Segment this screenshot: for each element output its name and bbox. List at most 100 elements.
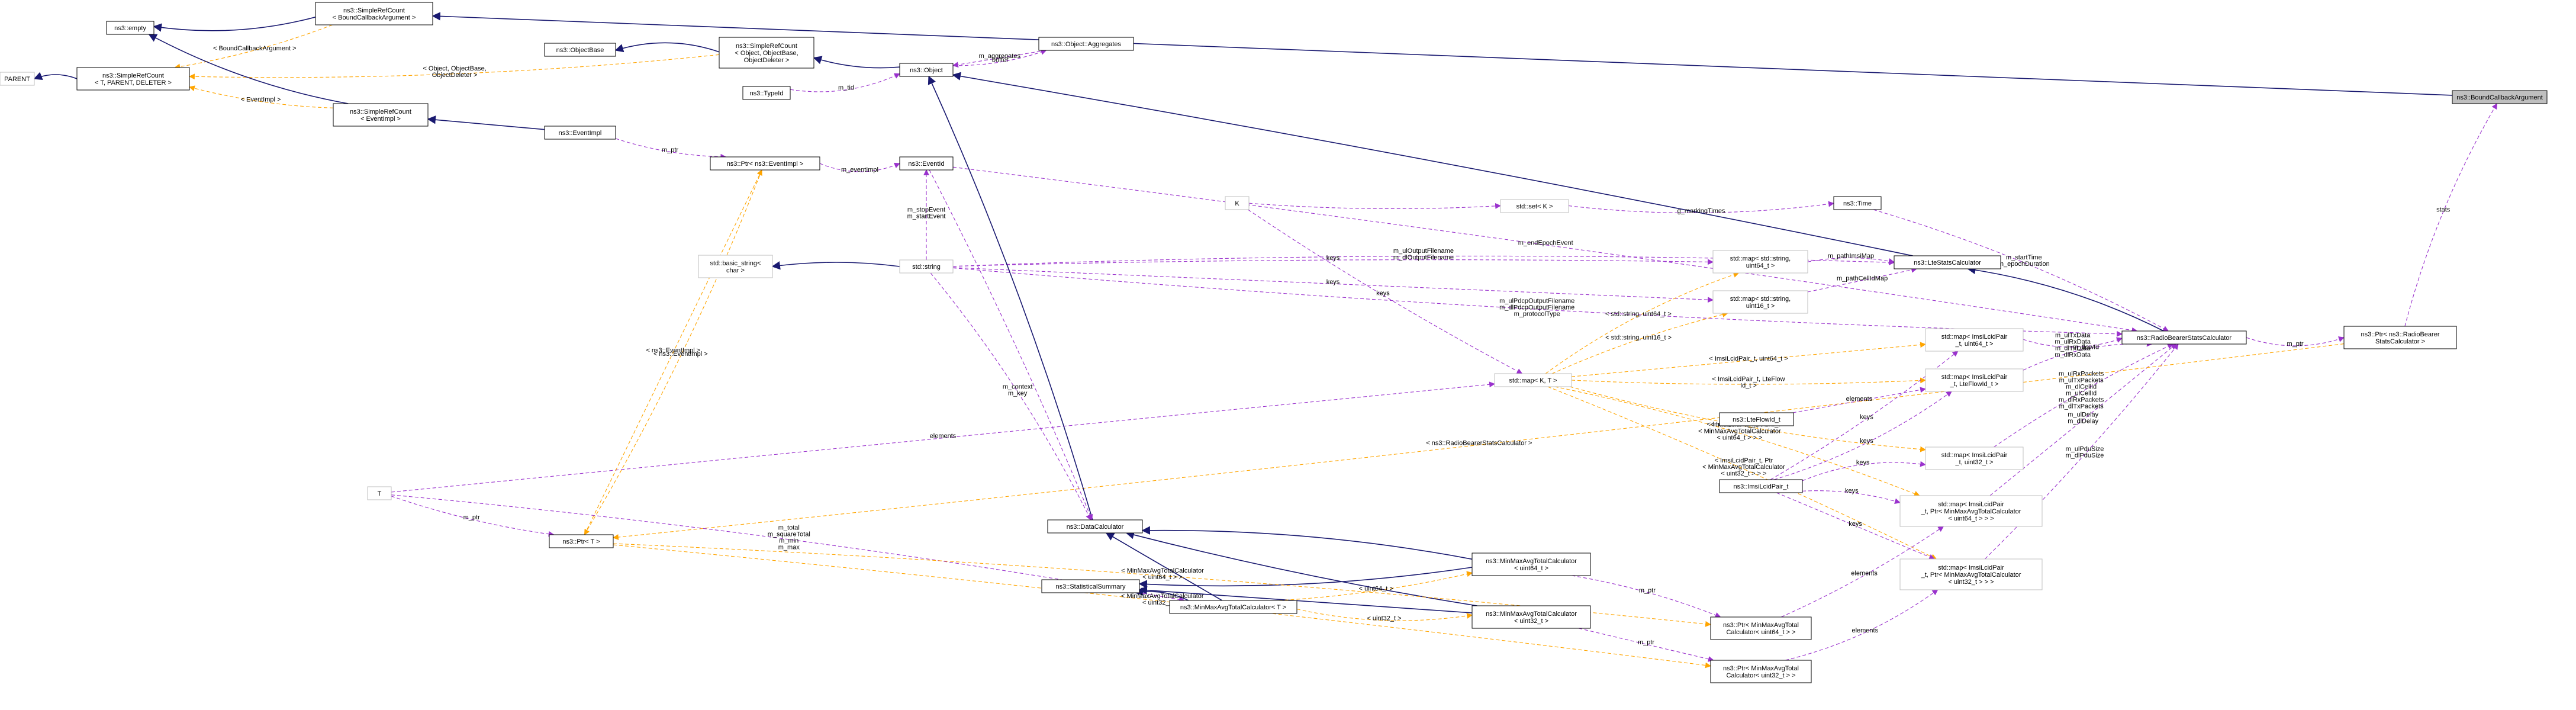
edge-stdstring-to-basicstring — [771, 261, 900, 270]
node-mmatT[interactable]: ns3::MinMaxAvgTotalCalculator< T > — [1169, 600, 1297, 614]
node-box-mmat32 — [1471, 605, 1591, 629]
edge-imsilcid-to-mapimsi32 — [1802, 461, 1926, 481]
edge-srcbound-to-srctpl — [174, 24, 333, 70]
node-label-typeid: ns3::TypeId — [750, 90, 784, 97]
node-box-K — [1225, 196, 1250, 210]
node-time[interactable]: ns3::Time — [1833, 196, 1882, 210]
edge-time-to-rbstats — [1873, 209, 2169, 332]
node-mapstr64[interactable]: std::map< std::string,uint64_t > — [1712, 250, 1808, 274]
node-box-imsilcid — [1719, 479, 1803, 493]
edge-mmat64-to-statsum — [1138, 567, 1473, 589]
node-statsum[interactable]: ns3::StatisticalSummary — [1041, 579, 1140, 593]
node-box-mapstr64 — [1712, 250, 1808, 274]
node-setk[interactable]: std::set< K > — [1500, 199, 1569, 213]
edge-stdmapk-to-mapimsi32 — [1569, 386, 1926, 452]
node-box-time — [1833, 196, 1882, 210]
node-label-ptrevent: ns3::Ptr< ns3::EventImpl > — [727, 160, 804, 168]
node-typeid[interactable]: ns3::TypeId — [742, 86, 791, 100]
node-objbase[interactable]: ns3::ObjectBase — [544, 43, 616, 57]
edge-stdmapk-to-mapimsiflow — [1571, 377, 1926, 385]
node-mmat64[interactable]: ns3::MinMaxAvgTotalCalculator< uint64_t … — [1471, 552, 1591, 576]
node-Tnode[interactable]: T — [367, 486, 392, 500]
edge-label-lteflowid-to-mapimsiflow: elements — [1846, 396, 1873, 403]
edge-label-mapstr64-to-ltestats: m_pathImsiMap — [1828, 253, 1874, 260]
edge-srcobj-to-objbase — [614, 42, 720, 53]
edge-ptrevent-to-eventid — [819, 162, 900, 172]
node-parent[interactable]: PARENT — [0, 72, 35, 86]
node-rbstats[interactable]: ns3::RadioBearerStatsCalculator — [2121, 330, 2247, 345]
edge-mapimsi32-to-rbstats — [1994, 343, 2174, 448]
node-box-setk — [1500, 199, 1569, 213]
node-label-rbstats: ns3::RadioBearerStatsCalculator — [2137, 335, 2232, 342]
edge-label-object-to-aggregates: buffer — [992, 57, 1009, 64]
node-mapimsi32[interactable]: std::map< ImsiLcidPair_t, uint32_t > — [1925, 446, 2024, 470]
edge-label-layer: < BoundCallbackArgument >< Object, Objec… — [213, 45, 2451, 646]
node-stdstring[interactable]: std::string — [899, 259, 954, 274]
node-eventid[interactable]: ns3::EventId — [899, 156, 954, 171]
edge-stdmapk-to-mapstr64 — [1545, 272, 1740, 374]
node-label-object: ns3::Object — [910, 67, 943, 74]
node-label-ptrT: ns3::Ptr< T > — [562, 538, 600, 545]
node-box-mapimsi64 — [1925, 328, 2024, 352]
edge-label-ptrT-to-ptrevent: < ns3::EventImpl > — [646, 347, 700, 354]
edge-mmat64-to-datacalc — [1141, 526, 1473, 560]
node-srctpl[interactable]: ns3::SimpleRefCount< T, PARENT, DELETER … — [76, 67, 190, 91]
edge-label-stdmapk-to-mapimsiptr32: < ImsiLcidPair_t, Ptr< MinMaxAvgTotalCal… — [1702, 457, 1785, 477]
edge-label-srcobj-to-srctpl: < Object, ObjectBase,ObjectDeleter > — [423, 65, 486, 79]
node-empty[interactable]: ns3::empty — [106, 21, 154, 35]
edge-label-ptrevent-to-ptrT: < ns3::EventImpl > — [653, 351, 708, 358]
node-box-srctpl — [76, 67, 190, 91]
edge-label-mmat64-to-ptrmmat64: m_ptr — [1639, 587, 1656, 594]
node-mapstr16[interactable]: std::map< std::string,uint16_t > — [1712, 290, 1808, 314]
edge-eventimpl-to-srcevent — [427, 115, 545, 130]
node-bound[interactable]: ns3::BoundCallbackArgument — [2452, 90, 2548, 104]
edge-label-imsilcid-to-mapimsiptr32: keys — [1849, 521, 1862, 528]
node-object[interactable]: ns3::Object — [899, 63, 954, 77]
edge-rbstats-to-ptrrb — [2246, 336, 2345, 346]
node-mapimsiptr64[interactable]: std::map< ImsiLcidPair_t, Ptr< MinMaxAvg… — [1899, 495, 2043, 527]
node-label-srcobj: ns3::SimpleRefCount< Object, ObjectBase,… — [735, 43, 798, 64]
node-basicstring[interactable]: std::basic_string<char > — [698, 255, 773, 278]
edge-label-K-to-stdmapk: keys — [1376, 290, 1390, 297]
node-box-stdmapk — [1494, 373, 1572, 387]
node-imsilcid[interactable]: ns3::ImsiLcidPair_t — [1719, 479, 1803, 493]
node-mapimsiptr32[interactable]: std::map< ImsiLcidPair_t, Ptr< MinMaxAvg… — [1899, 558, 2043, 590]
node-label-mapimsiptr64: std::map< ImsiLcidPair_t, Ptr< MinMaxAvg… — [1921, 501, 2021, 522]
node-srcevent[interactable]: ns3::SimpleRefCount< EventImpl > — [333, 103, 429, 127]
node-ptrevent[interactable]: ns3::Ptr< ns3::EventImpl > — [710, 156, 820, 171]
node-label-eventimpl: ns3::EventImpl — [559, 130, 602, 137]
node-datacalc[interactable]: ns3::DataCalculator — [1047, 519, 1143, 534]
node-box-mapimsiflow — [1925, 368, 2024, 392]
node-box-objbase — [544, 43, 616, 57]
node-lteflowid[interactable]: ns3::LteFlowId_t — [1719, 412, 1794, 426]
edge-label-mapimsiflow-to-rbstats: m_flowId — [2073, 343, 2099, 351]
edge-stdstring-to-mapstr64 — [952, 259, 1714, 267]
node-mapimsiflow[interactable]: std::map< ImsiLcidPair_t, LteFlowId_t > — [1925, 368, 2024, 392]
node-mmat32[interactable]: ns3::MinMaxAvgTotalCalculator< uint32_t … — [1471, 605, 1591, 629]
node-label-srctpl: ns3::SimpleRefCount< T, PARENT, DELETER … — [95, 72, 172, 86]
node-eventimpl[interactable]: ns3::EventImpl — [544, 126, 616, 140]
node-aggregates[interactable]: ns3::Object::Aggregates — [1038, 37, 1134, 51]
node-ptrT[interactable]: ns3::Ptr< T > — [549, 534, 614, 548]
node-label-basicstring: std::basic_string<char > — [710, 260, 761, 274]
node-ltestats[interactable]: ns3::LteStatsCalculator — [1894, 255, 2001, 269]
node-box-srcbound — [315, 2, 433, 25]
edge-label-imsilcid-to-mapimsi32: keys — [1856, 459, 1870, 466]
node-K[interactable]: K — [1225, 196, 1250, 210]
edge-Tnode-to-stdmapk — [391, 381, 1495, 493]
edge-stdstring-to-rbstats — [952, 267, 2123, 337]
node-srcobj[interactable]: ns3::SimpleRefCount< Object, ObjectBase,… — [719, 37, 814, 69]
node-stdmapk[interactable]: std::map< K, T > — [1494, 373, 1572, 387]
node-label-bound: ns3::BoundCallbackArgument — [2456, 94, 2543, 101]
node-srcbound[interactable]: ns3::SimpleRefCount< BoundCallbackArgume… — [315, 2, 433, 25]
node-label-mapstr16: std::map< std::string,uint16_t > — [1730, 295, 1791, 310]
edge-srcevent-to-empty — [148, 34, 349, 104]
node-mapimsi64[interactable]: std::map< ImsiLcidPair_t, uint64_t > — [1925, 328, 2024, 352]
node-box-Tnode — [367, 486, 392, 500]
